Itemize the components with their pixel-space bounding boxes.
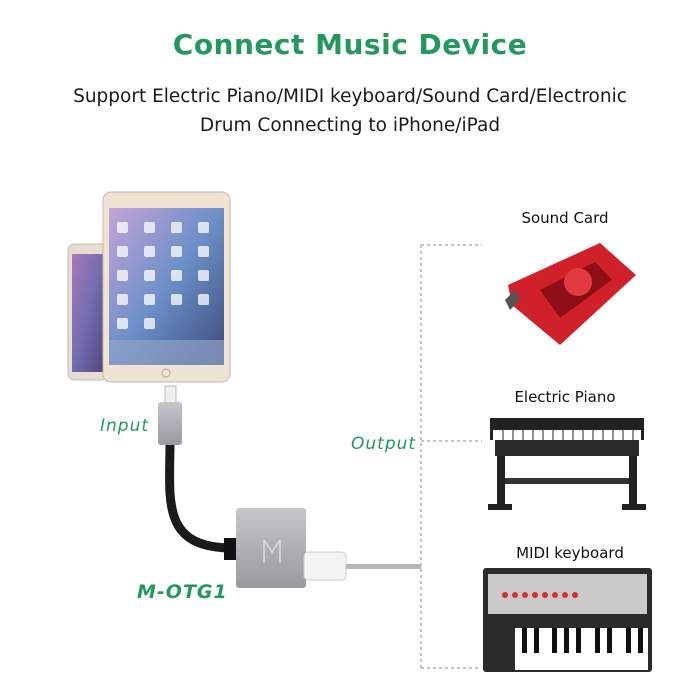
lightning-cable xyxy=(158,385,238,560)
output-label: Output xyxy=(351,434,417,454)
model-label: M-OTG1 xyxy=(137,581,228,603)
otg-adapter xyxy=(236,508,421,588)
input-label: Input xyxy=(100,416,150,436)
page-title: Connect Music Device xyxy=(172,28,528,61)
connector-lines xyxy=(420,244,482,669)
iphone-image xyxy=(67,243,109,381)
subtitle-line-2: Drum Connecting to iPhone/iPad xyxy=(199,115,501,136)
device-label-sound-card: Sound Card xyxy=(521,209,609,227)
app-icons xyxy=(117,222,209,329)
device-label-electric-piano: Electric Piano xyxy=(514,388,616,406)
ipad-image xyxy=(102,191,231,383)
subtitle-line-1: Support Electric Piano/MIDI keyboard/Sou… xyxy=(73,86,627,107)
electric-piano-image xyxy=(488,418,646,510)
midi-keyboard-image xyxy=(483,568,652,672)
device-label-midi-keyboard: MIDI keyboard xyxy=(516,544,624,562)
sound-card-image xyxy=(505,243,636,345)
